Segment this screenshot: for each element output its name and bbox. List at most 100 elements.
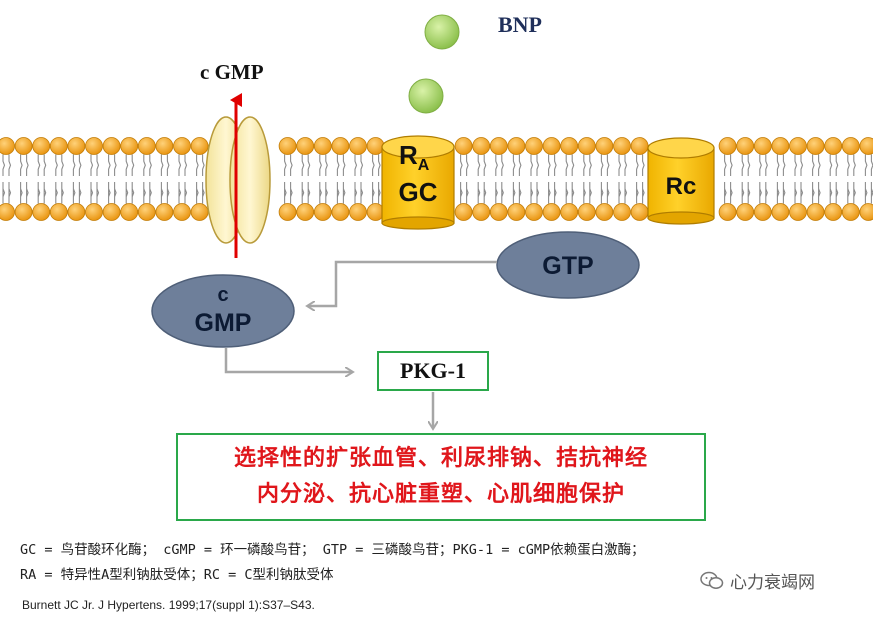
lipid-head [789,137,807,155]
lipid-tail [782,154,786,176]
gtp-to-cgmp-arrow [308,260,497,306]
lipid-head [472,137,491,155]
lipid-tail [166,182,170,204]
lipid-tail [78,154,82,176]
lipid-head [542,137,561,155]
lipid-tail [829,182,833,204]
lipid-tail [125,154,129,176]
lipid-head [67,137,86,155]
lipid-head [525,203,543,221]
lipid-tail [554,154,557,176]
lipid-head [859,203,873,221]
lipid-head [190,137,209,155]
gc-label: GC [399,177,438,207]
cgmp-output-label: c GMP [200,60,264,84]
lipid-tail [847,182,850,204]
lipid-tail [818,182,821,204]
lipid-head [173,203,191,221]
lipid-tail [800,182,804,204]
svg-text:RA: RA [399,140,430,174]
lipid-tail [724,154,727,176]
cell-membrane-bilayer [0,137,873,221]
effects-box: 选择性的扩张血管、利尿排钠、拮抗神经 内分泌、抗心脏重塑、心肌细胞保护 [176,433,706,521]
lipid-tail [90,182,94,204]
lipid-tail [26,154,29,176]
lipid-tail [360,182,364,204]
lipid-tail [290,182,293,204]
lipid-tail [319,154,322,176]
lipid-tail [483,154,487,176]
lipid-head [630,203,649,221]
lipid-head [859,137,873,155]
lipid-tail [495,154,498,176]
lipid-tail [96,154,100,176]
lipid-head [85,137,103,155]
bnp-molecule-bottom [408,78,444,114]
lipid-head [278,137,297,155]
lipid-tail [336,154,340,176]
lipid-tail [37,154,41,176]
lipid-tail [114,182,117,204]
lipid-tail [290,154,293,176]
lipid-head [489,137,508,155]
lipid-tail [131,154,135,176]
lipid-tail [835,182,839,204]
lipid-tail [536,182,540,204]
lipid-tail [747,154,751,176]
lipid-head [190,203,209,221]
lipid-head [14,137,33,155]
lipid-head [296,137,315,155]
lipid-tail [776,154,780,176]
lipid-tail [530,182,534,204]
lipid-tail [202,154,205,176]
lipid-head [155,137,174,155]
lipid-tail [776,182,780,204]
lipid-head [841,203,860,221]
lipid-tail [108,154,111,176]
lipid-head [32,203,51,221]
lipid-head [753,137,772,155]
lipid-tail [178,154,182,176]
lipid-head [331,137,350,155]
effects-line-2: 内分泌、抗心脏重塑、心肌细胞保护 [256,482,625,507]
lipid-tail [759,154,762,176]
lipid-head [489,203,508,221]
lipid-tail [61,182,64,204]
lipid-tail [600,154,604,176]
lipid-tail [460,182,463,204]
lipid-tail [342,182,346,204]
lipid-tail [354,154,358,176]
lipid-head [0,203,15,221]
lipid-head [560,137,579,155]
ra-receptor-subscript: A [418,157,430,174]
lipid-tail [765,182,768,204]
lipid-tail [37,182,41,204]
lipid-head [313,203,332,221]
lipid-head [824,137,843,155]
lipid-tail [26,182,29,204]
lipid-tail [565,182,569,204]
lipid-head [507,203,526,221]
lipid-tail [730,154,733,176]
lipid-tail [747,182,751,204]
lipid-head [349,137,367,155]
lipid-tail [624,154,628,176]
lipid-head [841,137,860,155]
lipid-tail [466,154,469,176]
lipid-tail [853,154,856,176]
lipid-tail [307,182,311,204]
lipid-tail [589,154,592,176]
lipid-tail [78,182,82,204]
lipid-tail [2,154,6,176]
lipid-tail [606,154,610,176]
lipid-tail [325,154,328,176]
lipid-head [542,203,561,221]
pkg-1-label: PKG-1 [400,358,466,383]
pkg-1-box: PKG-1 [377,351,489,391]
lipid-tail [624,182,628,204]
lipid-tail [466,182,469,204]
lipid-tail [730,182,733,204]
lipid-tail [618,154,622,176]
lipid-tail [835,154,839,176]
cgmp-node-label-line1: c [217,284,228,306]
